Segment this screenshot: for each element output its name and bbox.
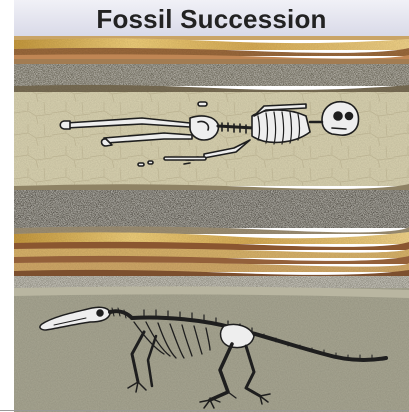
bottom-border — [0, 410, 409, 411]
title-bar: Fossil Succession — [14, 0, 409, 36]
rock-strata — [14, 36, 409, 412]
figure-title: Fossil Succession — [14, 4, 409, 35]
gravel-layer — [14, 184, 409, 234]
reptile-fossil-layer — [14, 286, 409, 412]
fossil-succession-figure: Fossil Succession — [14, 0, 409, 412]
middle-sediment-bands — [14, 232, 409, 288]
upper-sediment-bands — [14, 36, 409, 92]
